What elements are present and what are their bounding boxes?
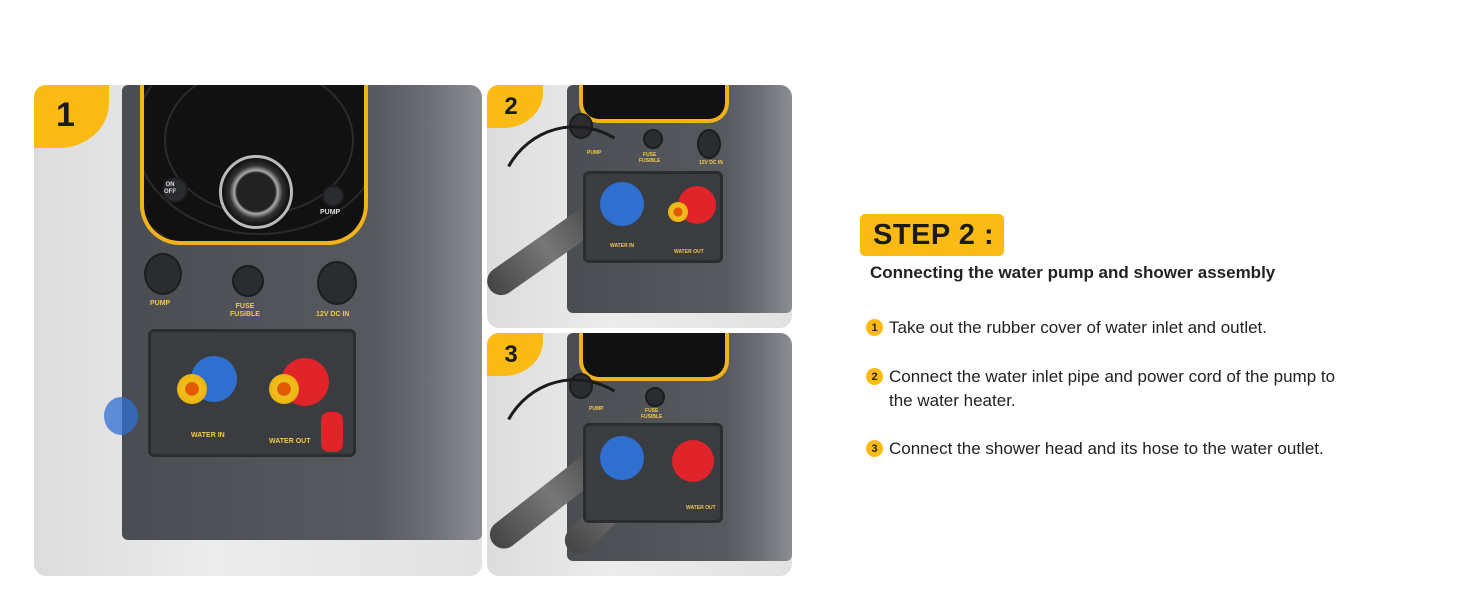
step-number-icon: 3 xyxy=(866,440,883,457)
pump-label: PUMP xyxy=(589,406,604,412)
water-heater-device: ON OFF PUMP PUMP FUSE FUSIBLE 12V DC IN … xyxy=(122,85,482,540)
photo-step-2: 2 PUMP FUSE FUSIBLE 12V DC IN WATER IN W… xyxy=(487,85,792,328)
power-switch[interactable] xyxy=(162,177,188,203)
photo-step-1: 1 ON OFF PUMP PUMP FUSE FUSIBLE 12V DC I… xyxy=(34,85,482,576)
dc-in-label: 12V DC IN xyxy=(699,160,723,166)
photo-step-3: 3 PUMP FUSE FUSIBLE WATER OUT xyxy=(487,333,792,576)
pump-button[interactable] xyxy=(322,185,344,207)
control-panel xyxy=(579,333,729,381)
fuse-label: FUSE FUSIBLE xyxy=(641,408,663,420)
pump-label: PUMP xyxy=(587,150,602,156)
fuse-holder xyxy=(232,265,264,297)
instruction-item: 1 Take out the rubber cover of water inl… xyxy=(866,316,1346,340)
step-subtitle: Connecting the water pump and shower ass… xyxy=(870,263,1276,282)
water-out-label: WATER OUT xyxy=(674,249,704,255)
step-number-badge: 2 xyxy=(487,85,543,128)
step-number-icon: 1 xyxy=(866,319,883,336)
water-inlet[interactable] xyxy=(177,374,207,404)
water-in-label: WATER IN xyxy=(610,243,635,249)
instruction-text: Connect the water inlet pipe and power c… xyxy=(889,367,1336,410)
water-out-label: WATER OUT xyxy=(269,438,311,445)
pump-button-label: PUMP xyxy=(320,209,341,216)
instruction-item: 2 Connect the water inlet pipe and power… xyxy=(866,365,1346,413)
step-title: STEP 2 : xyxy=(860,214,1004,256)
step-number-badge: 3 xyxy=(487,333,543,376)
dc-in-label: 12V DC IN xyxy=(316,311,350,318)
fuse-label: FUSE FUSIBLE xyxy=(230,303,260,318)
step-number-icon: 2 xyxy=(866,368,883,385)
water-outlet[interactable] xyxy=(269,374,299,404)
water-connection-bay: WATER IN WATER OUT xyxy=(148,329,356,457)
blue-rubber-cover[interactable] xyxy=(104,397,138,435)
water-out-label: WATER OUT xyxy=(686,505,716,511)
pump-port xyxy=(144,253,182,295)
dc-in-port xyxy=(317,261,357,305)
instruction-item: 3 Connect the shower head and its hose t… xyxy=(866,437,1346,461)
fuse-label: FUSE FUSIBLE xyxy=(639,152,661,164)
water-in-label: WATER IN xyxy=(191,432,225,439)
control-panel: ON OFF PUMP xyxy=(140,85,368,245)
instruction-text: Take out the rubber cover of water inlet… xyxy=(889,318,1268,337)
pump-label: PUMP xyxy=(150,300,171,307)
water-heater-device: PUMP FUSE FUSIBLE 12V DC IN WATER IN WAT… xyxy=(567,85,792,313)
control-panel xyxy=(579,85,729,123)
red-rubber-cover[interactable] xyxy=(321,412,343,452)
power-label: ON OFF xyxy=(164,182,176,195)
temperature-knob[interactable] xyxy=(219,155,293,229)
instruction-text: Connect the shower head and its hose to … xyxy=(889,439,1324,458)
step-number-badge: 1 xyxy=(34,85,109,148)
